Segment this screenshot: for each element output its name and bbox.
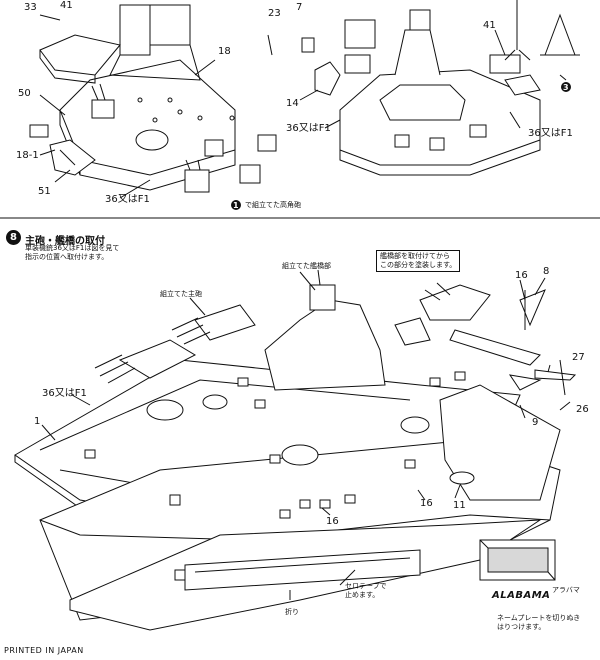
- label-36-or-f1-c: 36又はF1: [528, 128, 573, 139]
- label-27: 27: [572, 352, 585, 363]
- nameplate-instruction-line2: はりつけます。: [497, 623, 546, 631]
- label-36-or-f1-a: 36又はF1: [105, 194, 150, 205]
- label-assembled-bridge: 組立てた艦橋部: [282, 262, 331, 270]
- nameplate-frame: [479, 539, 556, 581]
- label-23: 23: [268, 8, 281, 19]
- top-left-deck-drawing: [29, 4, 277, 199]
- label-assembled-main-guns: 組立てた主砲: [160, 290, 202, 298]
- label-18-1: 18-1: [16, 150, 39, 161]
- label-36-or-f1-step8: 36又はF1: [42, 388, 87, 399]
- printed-in-japan: PRINTED IN JAPAN: [4, 646, 84, 655]
- label-18: 18: [218, 46, 231, 57]
- tape-note-line1: セロテープで: [345, 582, 387, 590]
- paint-note-line1: 艦橋部を取付けてから: [380, 252, 450, 260]
- label-11: 11: [453, 500, 466, 511]
- label-33: 33: [24, 2, 37, 13]
- fold-label: 折り: [285, 608, 299, 616]
- label-16b: 16: [420, 498, 433, 509]
- step-subtitle-line1: 単装機銃36又はF1は図を見て: [25, 244, 120, 252]
- nameplate-text: ALABAMA: [492, 590, 551, 601]
- label-9: 9: [532, 417, 539, 428]
- label-16c: 16: [326, 516, 339, 527]
- callout-3: 3: [563, 83, 569, 92]
- label-51: 51: [38, 186, 51, 197]
- label-7: 7: [296, 2, 303, 13]
- label-36-or-f1-b: 36又はF1: [286, 123, 331, 134]
- nameplate-kana: アラバマ: [552, 586, 580, 594]
- label-41b: 41: [483, 20, 496, 31]
- callout-1: 1: [233, 201, 239, 210]
- label-14: 14: [286, 98, 299, 109]
- label-41: 41: [60, 0, 73, 11]
- label-8: 8: [543, 266, 550, 277]
- label-26: 26: [576, 404, 589, 415]
- label-1: 1: [34, 416, 41, 427]
- top-right-deck-drawing: [267, 0, 580, 176]
- label-50: 50: [18, 88, 31, 99]
- nameplate-instruction-line1: ネームプレートを切りぬき: [497, 614, 581, 622]
- step-subtitle-line2: 指示の位置へ取付けます。: [25, 253, 109, 261]
- tape-note-line2: 止めます。: [345, 591, 380, 599]
- step8-hull-drawing: [14, 269, 577, 631]
- paint-note-box: 艦橋部を取付けてから この部分を塗装します。: [376, 250, 461, 272]
- step-title: 主砲・艦橋の取付: [25, 236, 105, 247]
- callout-1-text: で組立てた高角砲: [245, 201, 301, 209]
- step-number-badge: 8: [6, 230, 21, 245]
- paint-note-line2: この部分を塗装します。: [380, 261, 457, 269]
- label-16a: 16: [515, 270, 528, 281]
